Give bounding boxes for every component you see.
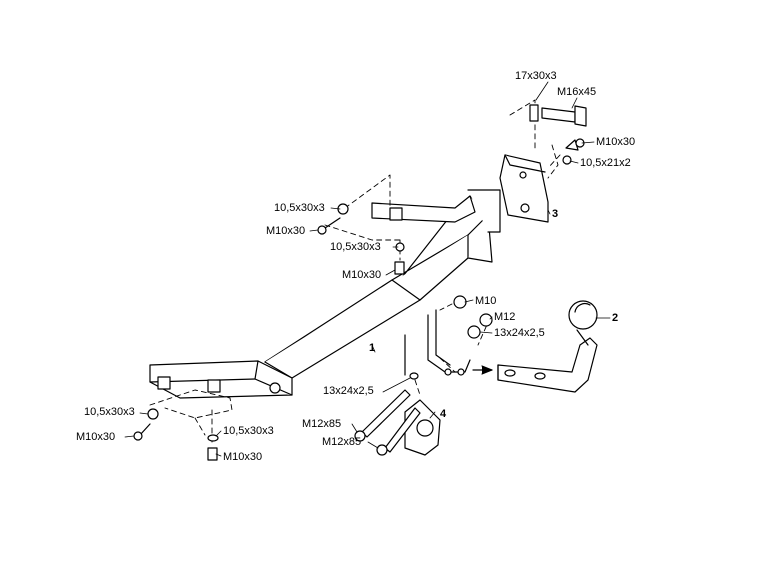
callout-bolt-bottom-mid: M10x30 [223, 451, 263, 463]
tow-ball [472, 300, 598, 393]
callout-washer-17: 17x30x3 [515, 70, 557, 82]
part-number-socket-plate: 4 [440, 408, 447, 420]
callout-washer-bottom-left: 10,5x30x3 [84, 406, 135, 418]
callout-bolt-m10-right: M10x30 [596, 136, 636, 148]
callout-washer-left-top: 10,5x30x3 [274, 202, 325, 214]
callout-bolt-m12-a: M12x85 [302, 418, 342, 430]
callout-bolt-m12-b: M12x85 [322, 436, 362, 448]
callout-bolt-m16: M16x45 [557, 86, 597, 98]
callout-washer-13-left: 13x24x2,5 [323, 385, 374, 397]
callout-washer-bottom-mid: 10,5x30x3 [223, 425, 274, 437]
socket-plate [404, 399, 441, 456]
part-number-right-bracket: 3 [552, 208, 559, 220]
callout-nut-m10: M10 [475, 295, 497, 307]
callout-nut-m12: M12 [494, 311, 516, 323]
callout-bolt-left-mid: M10x30 [342, 269, 382, 281]
fasteners [133, 104, 587, 461]
callout-washer-left-mid: 10,5x30x3 [330, 241, 381, 253]
part-number-tow-ball: 2 [612, 312, 619, 324]
callout-bolt-bottom-left: M10x30 [76, 431, 116, 443]
callout-washer-13-right: 13x24x2,5 [494, 327, 545, 339]
part-number-crossbar: 1 [369, 342, 376, 354]
callout-bolt-left-top: M10x30 [266, 225, 306, 237]
crossbar [149, 154, 549, 399]
callout-washer-10-21: 10,5x21x2 [580, 157, 631, 169]
leader-lines [124, 81, 611, 457]
